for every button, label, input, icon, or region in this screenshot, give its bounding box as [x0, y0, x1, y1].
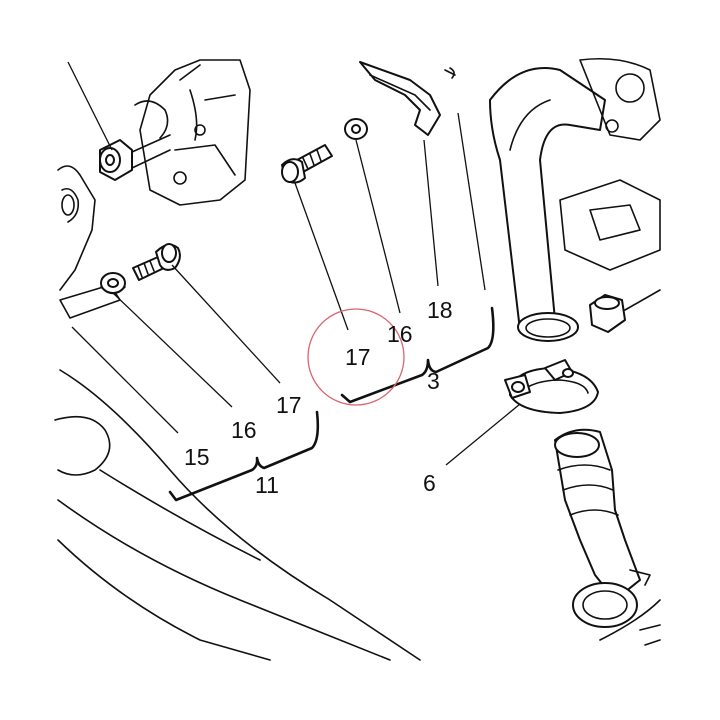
rubber-bush	[99, 134, 171, 181]
leader-16-left	[112, 292, 233, 408]
brace-group-3	[340, 306, 495, 404]
leader-16-center	[355, 139, 401, 314]
callout-17-center: 17	[345, 344, 371, 370]
callout-17-left: 17	[276, 392, 302, 418]
washer-16-center	[344, 118, 368, 140]
leader-3-right	[457, 112, 486, 291]
highlight-circle	[307, 308, 405, 406]
engine-mount	[57, 165, 96, 291]
leader-17-center	[294, 182, 349, 331]
callout-6: 6	[423, 470, 436, 496]
coolant-hose-upper	[489, 67, 606, 342]
coolant-hose-lower	[554, 428, 661, 646]
washer-15-16	[100, 272, 126, 295]
callout-18: 18	[427, 297, 453, 323]
leader-15	[71, 326, 179, 434]
callout-15: 15	[184, 444, 210, 470]
brace-group-11	[168, 410, 320, 502]
bolt-17-center	[281, 144, 333, 184]
callout-16-left: 16	[231, 417, 257, 443]
leader-6	[445, 403, 521, 466]
frame-member	[54, 284, 421, 661]
mounting-bracket	[134, 59, 251, 206]
cap-nut	[589, 289, 661, 333]
callout-11: 11	[255, 472, 279, 498]
hose-clamp	[504, 359, 599, 414]
callout-3: 3	[427, 368, 440, 394]
callout-16-center: 16	[387, 321, 413, 347]
leader-18	[423, 139, 439, 287]
thermostat-housing	[559, 57, 661, 271]
leader-17-left	[171, 264, 281, 384]
leader-upper-left	[67, 61, 113, 151]
heat-shield-clip	[359, 61, 456, 136]
bolt-17-left	[132, 243, 181, 281]
